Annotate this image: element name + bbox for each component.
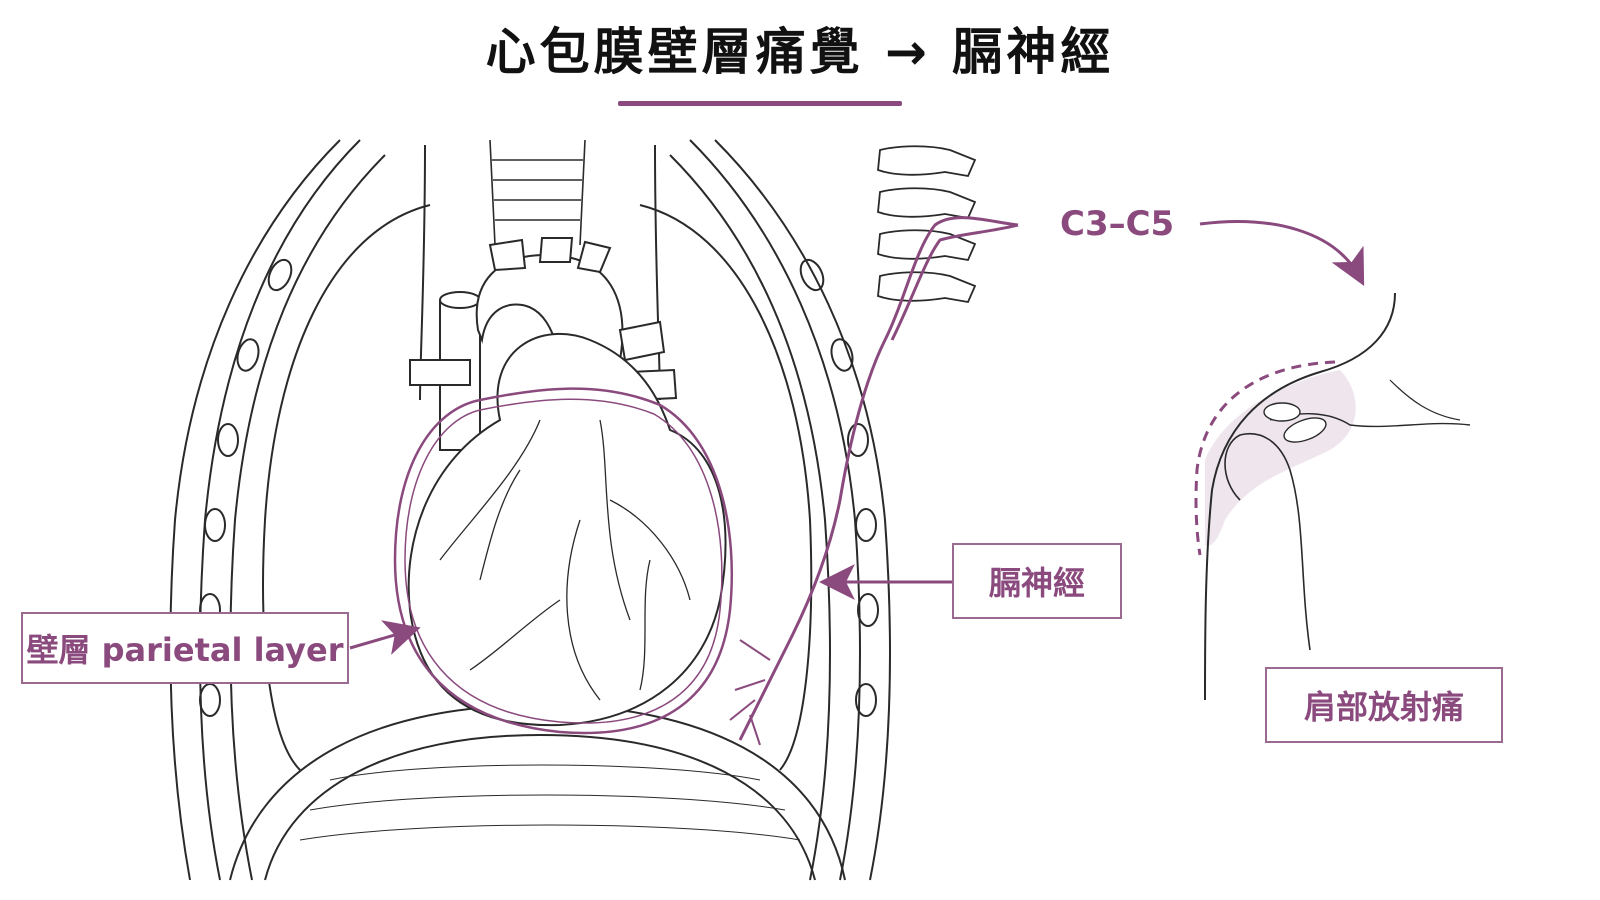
shoulder-pain-label: 肩部放射痛 bbox=[1265, 667, 1503, 743]
referral-arrow bbox=[1199, 220, 1365, 286]
shoulder-sketch bbox=[1194, 292, 1471, 701]
cervical-spine bbox=[877, 145, 977, 304]
page-title: 心包膜壁層痛覺 → 膈神經 bbox=[485, 23, 1115, 81]
parietal-pericardium bbox=[393, 387, 733, 735]
trachea bbox=[489, 139, 586, 246]
parietal-arrow bbox=[349, 620, 421, 655]
parietal-layer-label: 壁層 parietal layer bbox=[21, 612, 349, 684]
diaphragm bbox=[229, 703, 846, 881]
title-underline bbox=[618, 101, 902, 106]
phrenic-nerve bbox=[729, 216, 1019, 746]
phrenic-nerve-label: 膈神經 bbox=[952, 543, 1122, 619]
spinal-level-label: C3–C5 bbox=[1060, 204, 1175, 244]
